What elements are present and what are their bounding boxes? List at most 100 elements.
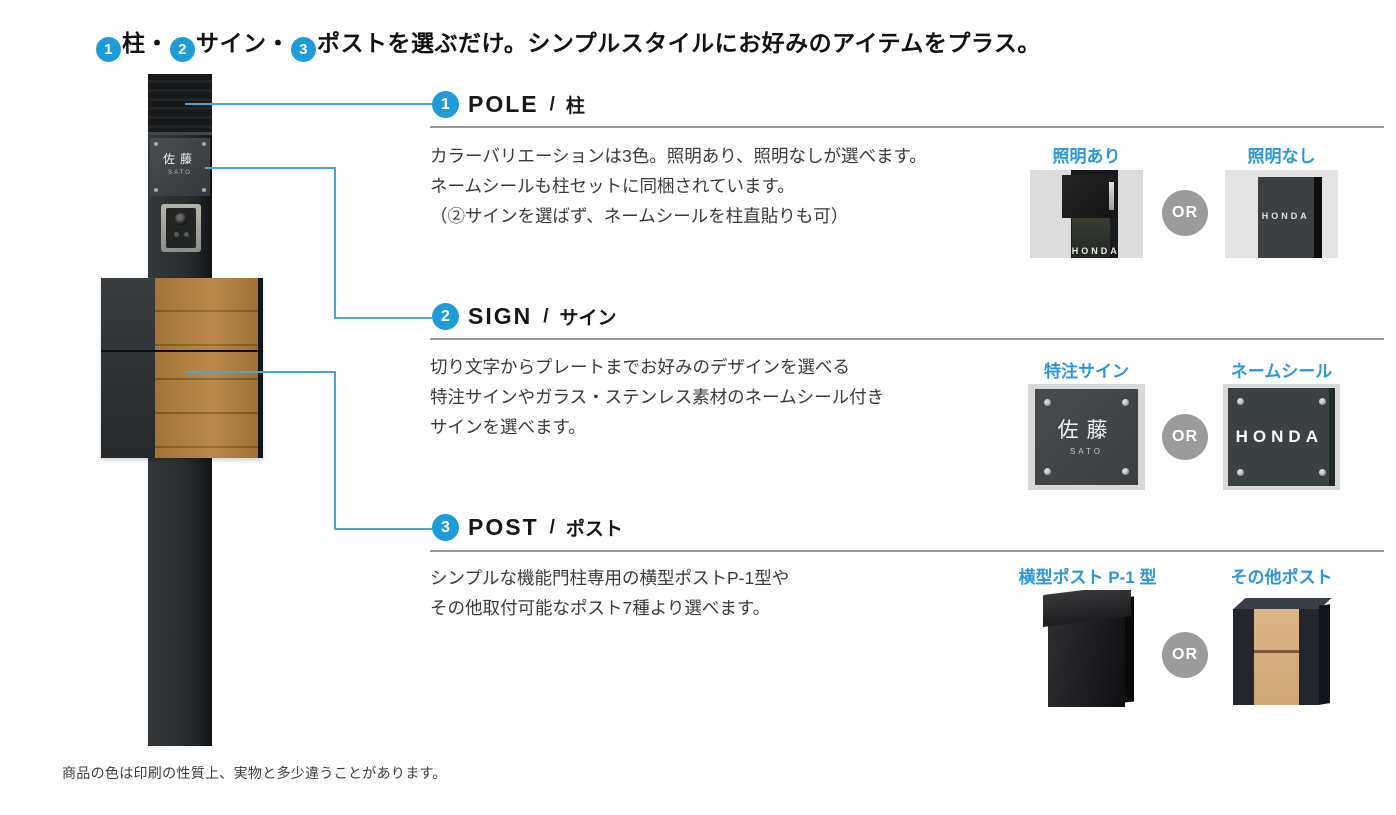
- post-heading-slash: /: [549, 516, 555, 538]
- step-1-badge: 1: [96, 37, 121, 62]
- pole-or-badge: OR: [1162, 190, 1208, 236]
- screw-icon: [1121, 398, 1129, 406]
- screw-icon: [1318, 397, 1326, 405]
- name-seal-plate: HONDA: [1227, 388, 1336, 486]
- sign-heading-jp: サイン: [559, 308, 617, 329]
- pole-heading-en: POLE: [468, 91, 539, 117]
- pole-lit-nameplate-text: HONDA: [1071, 245, 1120, 256]
- other-post-wood-front: [1254, 608, 1299, 706]
- step-3-badge: 3: [291, 37, 316, 62]
- sign-or-badge: OR: [1162, 414, 1208, 460]
- sign-option2-image: HONDA: [1223, 384, 1340, 490]
- other-post-top-face: [1232, 597, 1332, 610]
- sign-number-badge: 2: [432, 303, 459, 330]
- section-sign-heading: 2 SIGN / サイン: [432, 303, 617, 330]
- mailbox-wood-front: [155, 278, 258, 458]
- pillar-sign-kanji: 佐藤: [162, 152, 197, 166]
- pole-heading-jp: 柱: [565, 96, 585, 117]
- sign-heading-slash: /: [543, 305, 549, 327]
- sign-heading-en: SIGN: [468, 303, 533, 329]
- screw-icon: [1318, 469, 1326, 476]
- sign-desc-line3: サインを選べます。: [430, 417, 586, 437]
- pole-lit-body: HONDA: [1071, 214, 1120, 258]
- step-2-badge: 2: [170, 37, 195, 62]
- pole-desc-line3: （②サインを選ばず、ネームシールを柱直貼りも可）: [430, 206, 849, 226]
- connector-line-sign-h1: [205, 167, 336, 169]
- section-pole-divider: [430, 126, 1384, 128]
- section-pole-description: カラーバリエーションは3色。照明あり、照明なしが選べます。 ネームシールも柱セッ…: [430, 141, 927, 231]
- section-post-description: シンプルな機能門柱専用の横型ポストP-1型や その他取付可能なポスト7種より選べ…: [430, 563, 789, 623]
- name-seal-edge: [1328, 388, 1336, 486]
- section-sign-description: 切り文字からプレートまでお好みのデザインを選べる 特注サインやガラス・ステンレス…: [430, 352, 884, 442]
- post-option1-image: [1035, 590, 1145, 712]
- intercom-camera-icon: [175, 213, 187, 225]
- post-or-badge: OR: [1162, 632, 1208, 678]
- title-seg-2: サイン・: [196, 30, 290, 56]
- custom-sign-kanji: 佐藤: [1057, 418, 1116, 443]
- pole-option1-image: HONDA: [1030, 170, 1143, 258]
- pole-unlit-column: HONDA: [1257, 177, 1323, 258]
- section-sign-divider: [430, 338, 1384, 340]
- connector-line-post-h1: [185, 371, 336, 373]
- pole-lamp-light-slot: [1109, 182, 1115, 210]
- post-option2-image: [1222, 592, 1340, 710]
- connector-line-post-h2: [334, 528, 432, 530]
- screw-icon: [154, 142, 158, 146]
- sign-desc-line1: 切り文字からプレートまでお好みのデザインを選べる: [430, 357, 850, 377]
- sign-option1-label: 特注サイン: [1044, 362, 1129, 381]
- pole-option1-label: 照明あり: [1052, 147, 1121, 166]
- connector-line-post-v: [334, 371, 336, 530]
- pillar-sign-romaji: SATO: [168, 170, 192, 176]
- post-heading-jp: ポスト: [565, 519, 623, 540]
- pole-number-badge: 1: [432, 91, 459, 118]
- intercom-button: [174, 232, 179, 237]
- post-option1-label: 横型ポスト P-1 型: [1018, 568, 1157, 587]
- pillar-mailbox: [101, 278, 263, 458]
- screw-icon: [1121, 468, 1129, 476]
- sign-option1-image: 佐藤 SATO: [1028, 384, 1145, 490]
- post-desc-line1: シンプルな機能門柱専用の横型ポストP-1型や: [430, 568, 790, 588]
- intercom-panel: [166, 208, 196, 248]
- other-post-split-line: [1254, 650, 1299, 654]
- mailbox-right-edge: [258, 278, 263, 458]
- pole-unlit-nameplate-text: HONDA: [1261, 211, 1310, 222]
- connector-line-sign-h2: [334, 317, 432, 319]
- pole-desc-line1: カラーバリエーションは3色。照明あり、照明なしが選べます。: [430, 146, 927, 166]
- screw-icon: [1044, 398, 1052, 406]
- post-desc-line2: その他取付可能なポスト7種より選べます。: [430, 598, 771, 618]
- p1-post-body: [1048, 611, 1126, 708]
- pole-unlit-edge: [1313, 177, 1323, 258]
- pole-heading-slash: /: [549, 93, 555, 115]
- pillar-intercom: [161, 204, 201, 252]
- pole-option2-label: 照明なし: [1247, 147, 1316, 166]
- post-option2-label: その他ポスト: [1230, 568, 1333, 587]
- sign-desc-line2: 特注サインやガラス・ステンレス素材のネームシール付き: [430, 387, 885, 407]
- pole-desc-line2: ネームシールも柱セットに同梱されています。: [430, 176, 795, 196]
- mailbox-split-line: [101, 350, 263, 352]
- custom-sign-plate: 佐藤 SATO: [1035, 389, 1138, 485]
- sign-option2-label: ネームシール: [1230, 362, 1333, 381]
- product-pillar-figure: 佐藤 SATO: [95, 70, 365, 750]
- screw-icon: [1237, 397, 1245, 405]
- custom-sign-romaji: SATO: [1069, 446, 1104, 456]
- other-post-side-face: [1318, 604, 1330, 705]
- section-post-heading: 3 POST / ポスト: [432, 514, 623, 541]
- name-seal-text: HONDA: [1235, 427, 1323, 447]
- title-seg-1: 柱・: [122, 30, 169, 56]
- footer-note: 商品の色は印刷の性質上、実物と多少違うことがあります。: [62, 765, 447, 781]
- connector-line-pole: [185, 103, 432, 105]
- screw-icon: [202, 142, 206, 146]
- screw-icon: [1044, 468, 1052, 476]
- screw-icon: [202, 188, 206, 192]
- section-pole-heading: 1 POLE / 柱: [432, 91, 585, 118]
- pillar-sign-plate: 佐藤 SATO: [150, 138, 210, 196]
- post-heading-en: POST: [468, 514, 539, 540]
- other-post-body: [1232, 608, 1319, 706]
- screw-icon: [1237, 469, 1245, 476]
- pole-option2-image: HONDA: [1225, 170, 1338, 258]
- screw-icon: [154, 188, 158, 192]
- intercom-button: [184, 232, 189, 237]
- title-seg-3: ポストを選ぶだけ。シンプルスタイルにお好みのアイテムをプラス。: [317, 30, 1041, 56]
